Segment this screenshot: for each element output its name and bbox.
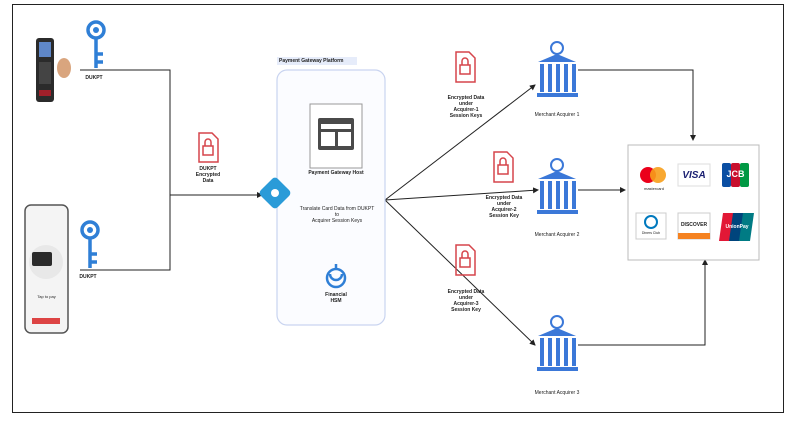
merchant-acquirer-3-label: Merchant Acquirer 3: [534, 390, 580, 396]
connector-pos-to-hub: [80, 69, 171, 195]
encrypted-data-acq2-label: Encrypted Data under Acquirer-2 Session …: [485, 195, 523, 219]
encrypted-data-acq3-label: Encrypted Data under Acquirer-3 Session …: [447, 289, 485, 313]
dukpt-encrypted-data-label: DUKPT Encrypted Data: [195, 166, 221, 184]
bank-icon-acquirer2: [537, 158, 578, 214]
encrypted-document-icon-acq1: [455, 51, 476, 83]
gateway-host-icon: [309, 103, 363, 169]
encrypted-data-acq1-label: Encrypted Data under Acquirer-1 Session …: [447, 95, 485, 119]
jcb-logo: [722, 163, 749, 187]
connector-acq1-to-cards: [578, 69, 696, 141]
bank-icon-acquirer3: [537, 315, 578, 371]
hsm-label: Financial HSM: [325, 292, 347, 304]
mastercard-logo: [640, 167, 666, 183]
merchant-acquirer-1-label: Merchant Acquirer 1: [534, 112, 580, 118]
encrypted-document-icon-acq2: [493, 151, 514, 183]
discover-logo: [677, 212, 711, 240]
dukpt-label-top: DUKPT: [85, 75, 103, 81]
visa-label: VISA: [682, 170, 706, 181]
connector-to-acquirer1: [384, 84, 536, 201]
diners-club-label: Diners Club: [641, 231, 661, 235]
diners-club-logo: [635, 212, 667, 240]
card-brands-panel: [627, 144, 760, 261]
connector-acq3-to-cards: [578, 259, 708, 346]
dukpt-key-icon-top: [86, 20, 106, 68]
unionpay-logo: [719, 213, 754, 241]
mastercard-label: mastercard: [643, 186, 664, 191]
unionpay-label: UnionPay: [725, 224, 749, 230]
dukpt-key-icon-bottom: [80, 220, 100, 268]
encrypted-document-icon-left: [198, 132, 219, 163]
connector-to-acquirer2: [384, 187, 539, 201]
translate-label: Translate Card Data from DUKPT to Acquir…: [299, 206, 375, 224]
visa-logo: [677, 163, 711, 187]
hsm-icon: [325, 264, 347, 289]
jcb-label: JCB: [726, 169, 745, 179]
bank-icon-acquirer1: [537, 41, 578, 97]
platform-title: Payment Gateway Platform: [277, 57, 357, 65]
connectors: [80, 69, 708, 346]
encrypted-document-icon-acq3: [455, 244, 476, 276]
connector-to-acquirer3: [384, 199, 536, 346]
router-hub-icon: [259, 177, 291, 209]
connector-phone-to-hub: [80, 195, 171, 271]
gateway-host-label: Payment Gateway Host: [308, 170, 364, 176]
smartphone-icon: [24, 204, 69, 334]
pos-terminal-icon: [36, 38, 71, 102]
phone-screen-text: Tap to pay: [37, 294, 56, 299]
discover-label: DISCOVER: [680, 222, 708, 228]
dukpt-label-bottom: DUKPT: [79, 274, 97, 280]
merchant-acquirer-2-label: Merchant Acquirer 2: [534, 232, 580, 238]
